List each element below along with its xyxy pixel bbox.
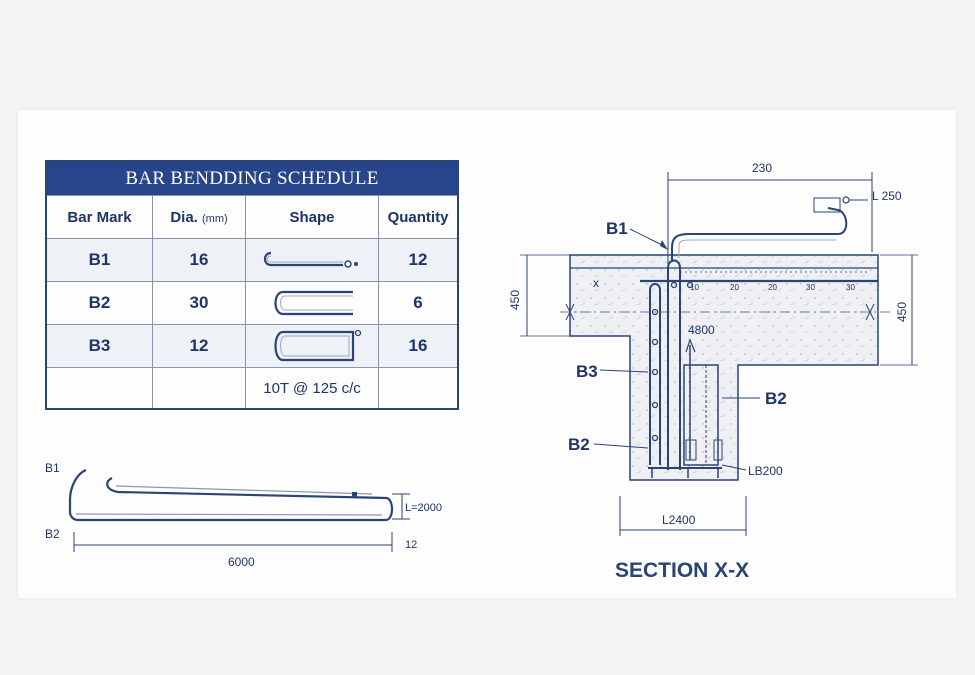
- cell-mark: B1: [45, 238, 153, 282]
- cell-mark: B2: [45, 281, 153, 325]
- hook-end-circle: [842, 196, 850, 204]
- cell-note: 10T @ 125 c/c: [245, 367, 379, 410]
- slab-tick-label: 30: [806, 283, 815, 292]
- bottom-ticks: [651, 468, 719, 478]
- cell-empty: [152, 367, 246, 410]
- label-b3: B3: [576, 362, 598, 381]
- section-dim-inner: 4800: [688, 323, 715, 337]
- table-row: B2 30 6: [45, 281, 459, 325]
- cell-quantity: 16: [378, 324, 459, 368]
- cage-block: [713, 439, 723, 461]
- hook-end-box: [813, 197, 841, 213]
- cell-dia: 16: [152, 238, 246, 282]
- bar-detail-dim-right: L=2000: [405, 502, 442, 514]
- leader-b3: [599, 369, 649, 373]
- section-dim-top: 230: [752, 161, 772, 175]
- slab-tick-label: 20: [730, 283, 739, 292]
- x-marker: [565, 303, 575, 321]
- cell-dia: 12: [152, 324, 246, 368]
- stirrup-left: [649, 283, 661, 465]
- section-mark-x: x: [593, 276, 599, 290]
- stirrup-shape-icon: [274, 329, 362, 362]
- section-dim-left: 450: [508, 290, 522, 310]
- schedule-title: BAR BENDDING SCHEDULE: [45, 160, 459, 196]
- cell-quantity: 12: [378, 238, 459, 282]
- cage-arrow: [685, 338, 696, 353]
- label-b2-right: B2: [765, 389, 787, 408]
- section-drawing: x 10 20 20 30 30 L 250: [508, 161, 918, 582]
- header-dia-label: Dia.: [170, 208, 198, 226]
- bar-bending-schedule-table: BAR BENDDING SCHEDULE Bar Mark Dia. (mm)…: [45, 160, 459, 410]
- bent-bar-outer: [68, 468, 394, 522]
- bar-detail-length: 6000: [228, 555, 255, 569]
- cell-empty: [45, 367, 153, 410]
- leader-lb200: [721, 464, 747, 471]
- bent-bar-inner: [115, 485, 373, 495]
- cell-shape: [245, 324, 379, 368]
- section-title: SECTION X-X: [615, 559, 749, 582]
- section-dim-right-top: L 250: [872, 189, 902, 203]
- section-dim-bottom: L2400: [662, 513, 696, 527]
- hook-bar-shape-icon: [263, 251, 358, 268]
- bar-detail-label-top: B1: [45, 461, 60, 475]
- header-dia-unit: (mm): [202, 212, 228, 225]
- cell-dia: 30: [152, 281, 246, 325]
- concrete-t-section: [569, 254, 879, 481]
- bar-detail-label-bottom: B2: [45, 527, 60, 541]
- table-row: 10T @ 125 c/c: [45, 367, 459, 410]
- section-dim-right: 450: [895, 302, 909, 322]
- bar-detail-drawing: B1 B2 L=2000 12 6000: [45, 461, 442, 569]
- b1-hook-bar-inner: [678, 239, 836, 258]
- slab-tick-label: 10: [690, 283, 699, 292]
- label-b1: B1: [606, 219, 628, 238]
- bar-end-mark: [352, 492, 357, 497]
- cell-empty: [378, 367, 459, 410]
- header-shape: Shape: [245, 195, 379, 239]
- table-row: B1 16 12: [45, 238, 459, 282]
- u-bar-shape-icon: [274, 290, 353, 316]
- cell-shape: [245, 281, 379, 325]
- cage-block: [685, 439, 697, 461]
- label-b2-left: B2: [568, 435, 590, 454]
- x-marker: [865, 303, 875, 321]
- rebar-dots: [651, 281, 694, 442]
- slab-tick-label: 30: [846, 283, 855, 292]
- b1-hook-bar: [671, 207, 848, 262]
- header-quantity: Quantity: [378, 195, 459, 239]
- leader-b1: [629, 228, 665, 247]
- cell-mark: B3: [45, 324, 153, 368]
- cell-shape: [245, 238, 379, 282]
- leader-arrow: [660, 240, 668, 250]
- beam-inner-cage: [683, 364, 719, 466]
- slab-tick-label: 20: [768, 283, 777, 292]
- section-dim-lb: LB200: [748, 464, 783, 478]
- bar-detail-dim-small: 12: [405, 539, 417, 551]
- bent-bar-inner-bottom: [75, 513, 383, 516]
- leader-b2-left: [593, 443, 649, 449]
- table-row: B3 12 16: [45, 324, 459, 368]
